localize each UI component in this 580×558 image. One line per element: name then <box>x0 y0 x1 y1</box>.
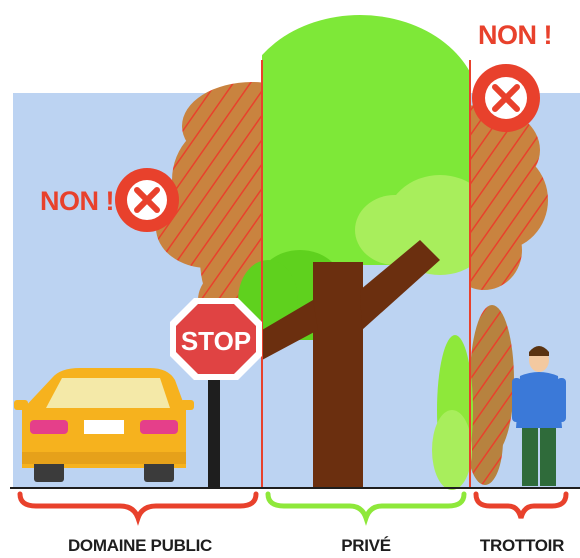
bracket-sidewalk <box>473 491 569 519</box>
stop-sign-text: STOP <box>181 326 251 356</box>
bracket-private <box>265 491 467 526</box>
no-badge-left <box>115 168 179 232</box>
bracket-public <box>17 491 259 526</box>
zone-label-public: DOMAINE PUBLIC <box>68 536 212 555</box>
tree-trunk <box>262 240 440 488</box>
non-label-right: NON ! <box>478 20 552 50</box>
car <box>14 368 194 482</box>
hedge-private <box>432 335 473 490</box>
person <box>512 346 566 486</box>
zone-label-private: PRIVÉ <box>341 536 391 555</box>
canopy-overhang-sidewalk <box>470 105 548 485</box>
stop-sign: STOP <box>170 298 262 488</box>
non-label-left: NON ! <box>40 186 114 216</box>
zone-label-sidewalk: TROTTOIR <box>480 536 564 555</box>
no-badge-right <box>472 64 540 132</box>
